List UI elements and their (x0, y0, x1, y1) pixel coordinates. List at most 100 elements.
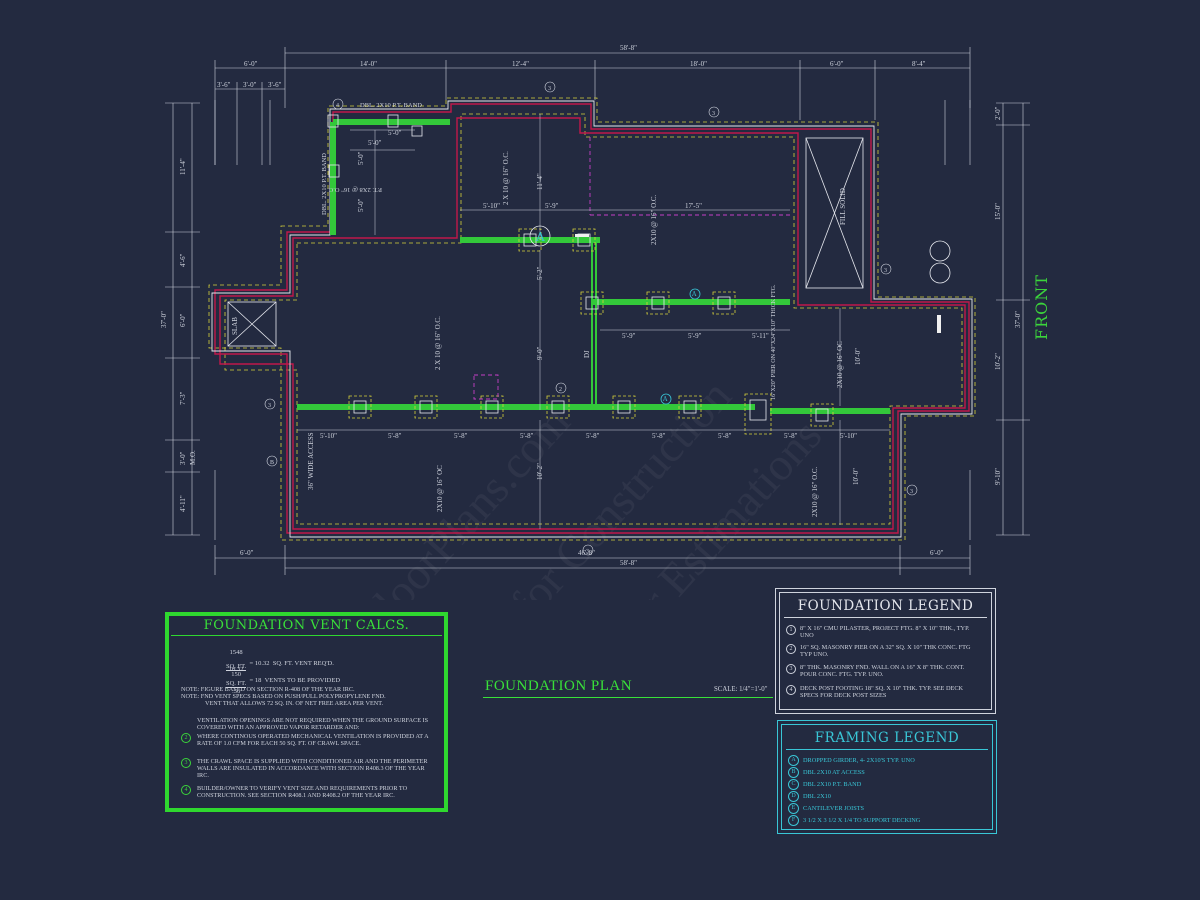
svg-text:9'-10": 9'-10" (994, 468, 1002, 485)
plan-title-underline (483, 697, 773, 698)
marker-bar (937, 315, 941, 333)
svg-text:3: 3 (910, 489, 913, 495)
fill-solid-label: FILL SOLID (839, 188, 847, 225)
svg-text:6'-0": 6'-0" (930, 549, 944, 557)
svg-text:17'-5": 17'-5" (685, 202, 702, 210)
dim-text-top: 58'-8" 6'-0" 14'-0" 12'-4" 18'-0" 6'-0" … (217, 44, 926, 89)
svg-text:5'-11": 5'-11" (752, 332, 769, 340)
vent-calcs-panel: FOUNDATION VENT CALCS. 1548 SQ. FT.150 =… (165, 612, 448, 812)
pier-label: 16"X20" PIER ON 40"X24"X10" THICK FTG. (771, 284, 777, 400)
svg-text:6'-0": 6'-0" (830, 60, 844, 68)
fill-solid-area (805, 137, 864, 289)
plan-scale: SCALE: 1/4"=1'-0" (714, 686, 768, 693)
foundation-plan-drawing: MyHomeFloorPlans.com NOT to use for Cons… (160, 44, 1051, 600)
svg-text:5'-8": 5'-8" (652, 432, 666, 440)
svg-text:9'-0": 9'-0" (536, 346, 544, 360)
foundation-wall (214, 103, 970, 534)
svg-text:6'-0": 6'-0" (240, 549, 254, 557)
svg-text:5'-9": 5'-9" (622, 332, 636, 340)
joists-label-3: 2 X 10 @ 16" O.C. (434, 316, 442, 370)
inner-wall (211, 100, 973, 538)
svg-text:3'-6": 3'-6" (217, 81, 231, 89)
foundation-legend-title: FOUNDATION LEGEND (784, 593, 987, 618)
svg-text:12'-4": 12'-4" (512, 60, 529, 68)
svg-text:5'-0": 5'-0" (357, 198, 365, 212)
svg-text:15'-0": 15'-0" (994, 203, 1002, 220)
girders (297, 119, 890, 414)
joists-label-4: 2X10 @ 16" OC (836, 341, 844, 388)
dim-text-left: 11'-4" 4'-6" 6'-0" 37'-0" 7'-3" 3'-0" M.… (160, 158, 197, 512)
vent-paragraph: VENTILATION OPENINGS ARE NOT REQUIRED WH… (197, 717, 429, 731)
svg-text:37'-0": 37'-0" (1014, 311, 1022, 328)
section-markers: A A A 3 3 3 3 3 3 4 2 B (264, 81, 951, 556)
svg-text:3'-0": 3'-0" (243, 81, 257, 89)
plan-title: FOUNDATION PLAN (485, 678, 633, 694)
svg-text:5'-8": 5'-8" (454, 432, 468, 440)
dj-label: DJ (583, 350, 591, 358)
vent-calc-1: 1548 SQ. FT.150 = 10.32 SQ. FT. VENT REQ… (226, 649, 334, 678)
dim-text-interior: 5'-0" 5'-0" 5'-0" 5'-0" 5'-10" 5'-9" 17'… (320, 129, 862, 485)
svg-text:8'-4": 8'-4" (912, 60, 926, 68)
svg-text:5'-2": 5'-2" (536, 266, 544, 280)
svg-text:3: 3 (268, 403, 271, 409)
access-label: 36" WIDE ACCESS (307, 432, 315, 490)
svg-text:3: 3 (884, 268, 887, 274)
svg-text:A: A (662, 396, 668, 403)
svg-text:5'-9": 5'-9" (688, 332, 702, 340)
joists-label-5: 2X10 @ 16" OC (436, 465, 444, 512)
svg-text:5'-0": 5'-0" (357, 151, 365, 165)
girder-edges (591, 240, 597, 410)
pt-joists-label: P.T. 2X8 @ 16" O.C. (327, 186, 382, 193)
svg-text:4'-11": 4'-11" (179, 495, 187, 512)
footing-outline (208, 97, 976, 541)
marker-bar-2 (575, 234, 589, 237)
svg-text:4: 4 (336, 103, 339, 109)
interior-dims (297, 114, 890, 529)
svg-text:58'-8": 58'-8" (620, 44, 637, 52)
band-top-label: DBL. 2X10 P.T. BAND (360, 102, 422, 109)
slab-label: SLAB (231, 317, 239, 335)
svg-text:5'-8": 5'-8" (520, 432, 534, 440)
svg-text:6'-0": 6'-0" (179, 313, 187, 327)
svg-text:5'-8": 5'-8" (388, 432, 402, 440)
svg-text:58'-8": 58'-8" (620, 559, 637, 567)
svg-text:3: 3 (712, 111, 715, 117)
band-side-label: DBL. 2X10 P.T. BAND (321, 153, 328, 215)
svg-text:5'-0": 5'-0" (368, 139, 382, 147)
svg-text:10'-2": 10'-2" (536, 463, 544, 480)
svg-text:3'-0": 3'-0" (179, 451, 187, 465)
svg-text:5'-8": 5'-8" (718, 432, 732, 440)
svg-text:18'-0": 18'-0" (690, 60, 707, 68)
dim-text-right: 2'-0" 15'-0" 37'-0" 10'-2" 9'-10" (994, 106, 1022, 485)
front-label: FRONT (1032, 274, 1051, 340)
svg-text:5'-0": 5'-0" (388, 129, 402, 137)
svg-text:3: 3 (548, 86, 551, 92)
section-marker-text: A (535, 230, 545, 244)
piers (327, 114, 834, 435)
svg-text:5'-10": 5'-10" (320, 432, 337, 440)
svg-text:A: A (691, 291, 697, 298)
svg-text:3: 3 (586, 549, 589, 555)
svg-text:11'-4": 11'-4" (179, 158, 187, 175)
vent-calc-2: 10.32 SQ. FT..56 = 18 VENTS TO BE PROVID… (226, 666, 341, 695)
svg-text:46'-8": 46'-8" (578, 549, 595, 557)
svg-text:7'-3": 7'-3" (179, 391, 187, 405)
svg-text:5'-9": 5'-9" (545, 202, 559, 210)
joists-label-2: 2X10 @ 16" O.C. (650, 194, 658, 245)
svg-text:5'-10": 5'-10" (840, 432, 857, 440)
svg-text:37'-0": 37'-0" (160, 311, 168, 328)
dim-text-bottom: 6'-0" 58'-8" 6'-0" 46'-8" (240, 549, 944, 567)
